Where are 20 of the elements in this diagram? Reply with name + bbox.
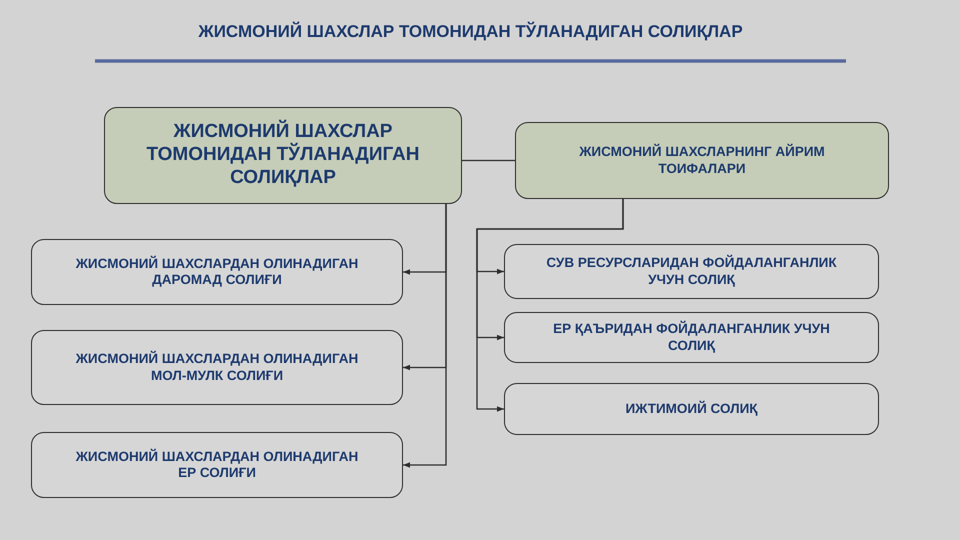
box-label: ИЖТИМОИЙ СОЛИҚ: [625, 400, 758, 418]
tax-box: [504, 312, 879, 363]
box-label: ЖИСМОНИЙ ШАХСЛАР ТОМОНИДАН ТЎЛАНАДИГАН СОЛИҚЛАР: [146, 121, 420, 190]
arrow: [403, 204, 447, 468]
tax-box: [31, 330, 403, 405]
box-label: ЖИСМОНИЙ ШАХСЛАРДАН ОЛИНАДИГАН ЕР СОЛИҒИ: [74, 448, 360, 482]
box-label: ЖИСМОНИЙ ШАХСЛАРДАН ОЛИНАДИГАН ДАРОМАД СОЛИҒИ: [74, 256, 360, 288]
box-label: СУВ РЕСУРСЛАРИДАН ФОЙДАЛАНГАНЛИК УЧУН СОЛИҚ: [545, 255, 838, 288]
category-box: [515, 122, 889, 199]
tax-box: [504, 383, 879, 435]
category-box: [104, 107, 462, 204]
box-label: ЖИСМОНИЙ ШАХСЛАРДАН ОЛИНАДИГАН МОЛ-МУЛК СОЛИҒИ: [74, 351, 360, 384]
arrow: [476, 199, 624, 412]
box-label: ЕР ҚАЪРИДАН ФОЙДАЛАНГАНЛИК УЧУН СОЛИҚ: [552, 321, 831, 354]
tax-box: [504, 244, 879, 299]
title: ЖИСМОНИЙ ШАХСЛАР ТОМОНИДАН ТЎЛАНАДИГАН СОЛИҚЛАР: [197, 22, 744, 42]
tax-box: [31, 432, 403, 498]
connector-line: [462, 160, 515, 162]
tax-box: [31, 239, 403, 305]
box-label: ЖИСМОНИЙ ШАХСЛАРНИНГ АЙРИМ ТОИФАЛАРИ: [578, 144, 826, 177]
